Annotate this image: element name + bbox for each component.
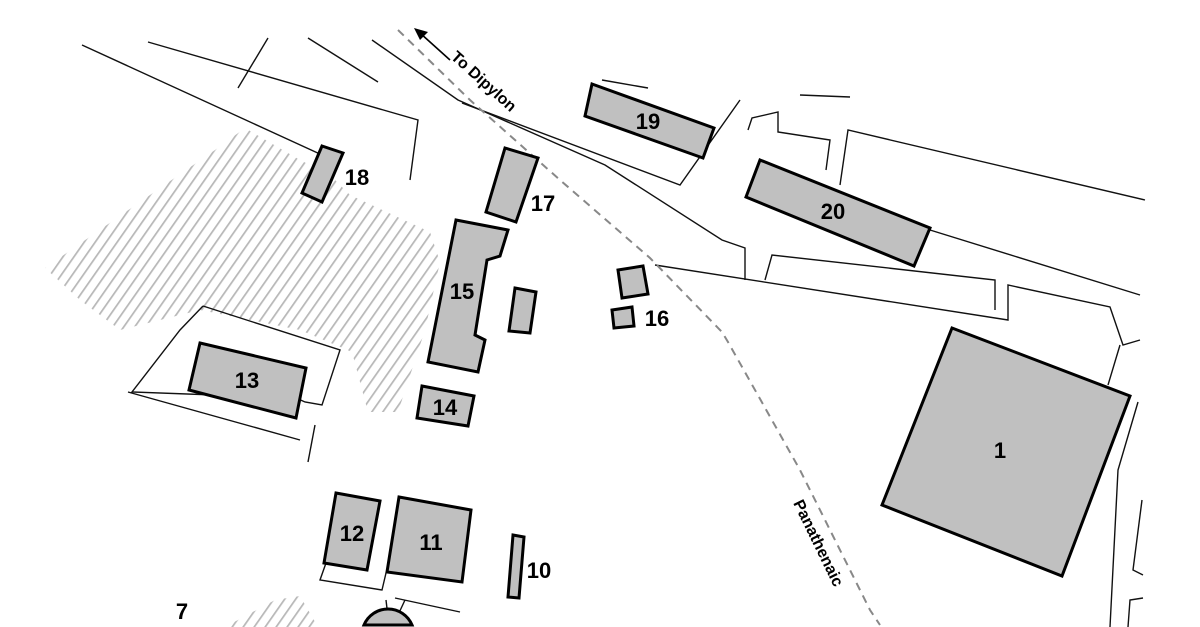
building-13[interactable] <box>187 341 308 420</box>
label-11: 11 <box>419 530 442 555</box>
building-15-annex[interactable] <box>507 286 538 335</box>
label-10: 10 <box>527 558 551 583</box>
label-18: 18 <box>345 165 369 190</box>
building-1[interactable] <box>880 326 1132 578</box>
panathenaic-way-path <box>397 29 881 626</box>
label-1: 1 <box>994 438 1006 463</box>
building-16-south[interactable] <box>610 305 636 330</box>
building-14[interactable] <box>415 384 476 428</box>
building-16-north[interactable] <box>616 264 650 300</box>
building-10[interactable] <box>506 533 526 600</box>
building-17[interactable] <box>484 146 540 224</box>
label-17: 17 <box>531 191 555 216</box>
building-11[interactable] <box>385 495 473 584</box>
building-20[interactable] <box>744 158 932 268</box>
label-13: 13 <box>235 368 259 393</box>
building-18[interactable] <box>300 144 346 204</box>
hatched-area <box>45 128 440 412</box>
label-20: 20 <box>821 199 845 224</box>
label-15: 15 <box>450 279 474 304</box>
label-12: 12 <box>340 521 364 546</box>
label-19: 19 <box>636 109 660 134</box>
to-dipylon-label: To Dipylon <box>447 48 519 115</box>
building-19[interactable] <box>583 82 716 160</box>
building-15[interactable] <box>426 218 510 374</box>
label-14: 14 <box>433 395 458 420</box>
label-16: 16 <box>645 306 669 331</box>
hatched-area-south <box>225 596 318 627</box>
building-12[interactable] <box>322 491 382 572</box>
panathenaic-label: Panathenaic <box>789 497 846 589</box>
arrow-icon <box>414 28 451 61</box>
round-building[interactable] <box>361 607 415 627</box>
label-7: 7 <box>176 599 188 624</box>
